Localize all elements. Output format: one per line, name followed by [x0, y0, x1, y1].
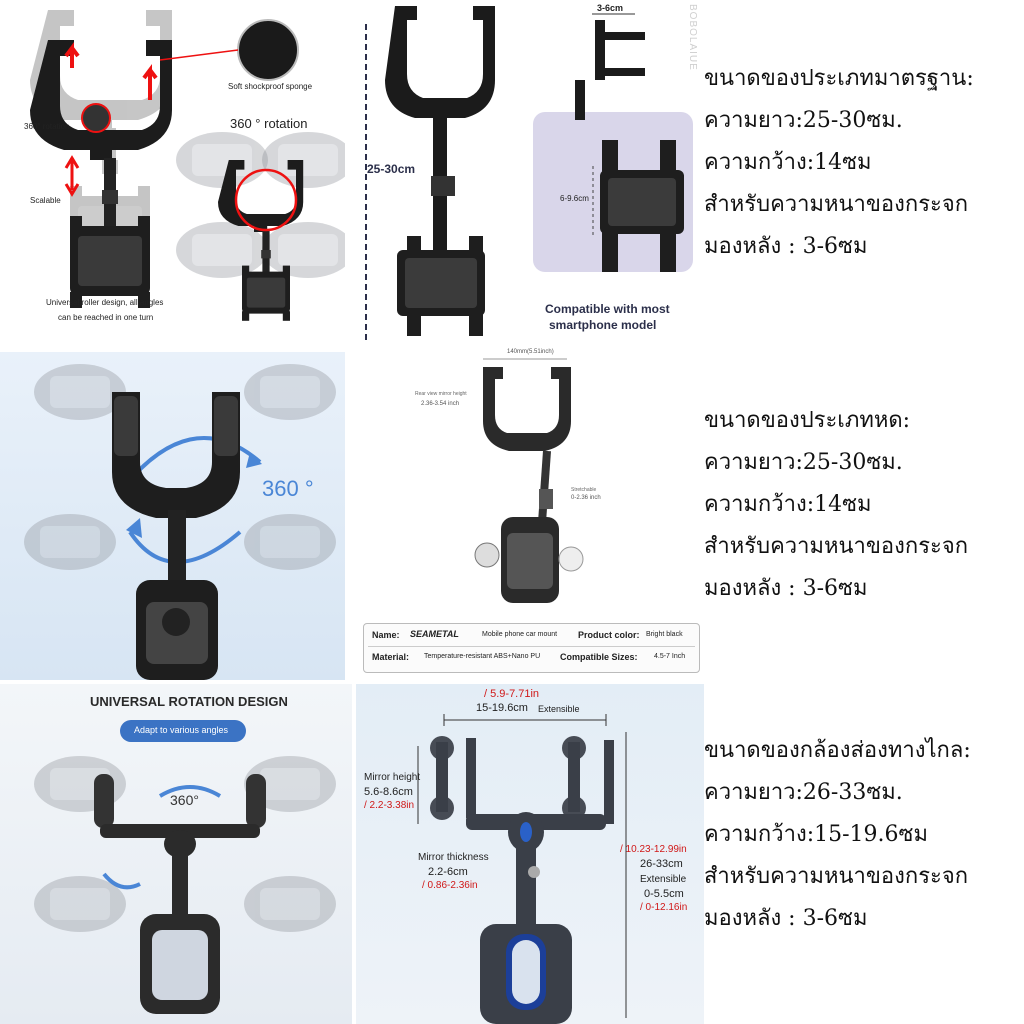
spec-short-title: ขนาดของประเภทหด: — [704, 408, 911, 433]
name-value: Mobile phone car mount — [482, 631, 558, 638]
caption-line-1: Universal roller design, all angles — [46, 298, 164, 307]
top-cm: 15-19.6cm — [476, 702, 528, 714]
spec-telescope-width: ความกว้าง:15-19.6ซม — [704, 822, 928, 847]
material-value: Temperature-resistant ABS+Nano PU — [424, 653, 541, 660]
panel-dimensions-standard: 25-30cm 3-6cm 6-9.6 — [345, 0, 700, 345]
compatible-line-1: Compatible with most — [545, 302, 670, 316]
mount-illustration-short — [474, 358, 584, 603]
rotation-big-label: 360 ° rotation — [230, 116, 308, 131]
rotation-small-label: 360° rotation — [24, 122, 70, 131]
adapt-pill-label: Adapt to various angles — [134, 725, 229, 735]
sponge-closeup-icon — [237, 19, 299, 81]
mirror-thickness-label: Mirror thickness — [418, 852, 489, 863]
spec-standard-length: ความยาว:25-30ซม. — [704, 108, 903, 133]
mirror-height-label-2: Mirror height — [364, 772, 421, 783]
top-extensible: Extensible — [538, 704, 580, 714]
brand-logo: SEAMETAL — [410, 629, 459, 639]
length-label: 25-30cm — [367, 162, 416, 176]
mount-illustration-universal — [34, 756, 336, 1014]
spec-short-mirror-2: มองหลัง : 3-6ซม — [704, 576, 868, 601]
rotation-360-label-2: 360° — [170, 792, 199, 808]
mount-illustration-rotation — [30, 10, 345, 321]
spec-short-width: ความกว้าง:14ซม — [704, 492, 872, 517]
panel-features: Soft shockproof sponge 360° rotation 360… — [0, 0, 345, 345]
spec-table: Name: SEAMETAL Mobile phone car mount Pr… — [363, 623, 700, 673]
scalable-label: Scalable — [30, 196, 61, 205]
material-label: Material: — [372, 652, 410, 662]
extensible-cm: 0-5.5cm — [644, 888, 684, 900]
width-label: 140mm(5.51inch) — [507, 349, 554, 355]
thickness-label: 3-6cm — [597, 3, 624, 13]
spec-telescope-title: ขนาดของกล้องส่องทางไกล: — [704, 738, 971, 763]
stretch-value: 0-2.36 inch — [571, 495, 601, 501]
length-cm: 26-33cm — [640, 858, 683, 870]
sizes-label: Compatible Sizes: — [560, 652, 638, 662]
spec-short-length: ความยาว:25-30ซม. — [704, 450, 903, 475]
watermark: BOBOLAIUE — [687, 4, 698, 71]
spec-standard-mirror-1: สำหรับความหนาของกระจก — [704, 192, 969, 217]
mirror-height-inch: / 2.2-3.38in — [364, 800, 415, 811]
rotation-heading: UNIVERSAL ROTATION DESIGN — [90, 694, 288, 709]
mount-illustration-standard — [385, 6, 693, 336]
panel-360-blue: 360 ° — [0, 352, 345, 680]
extensible-label: Extensible — [640, 874, 687, 885]
name-label: Name: — [372, 630, 400, 640]
length-inch: / 10.23-12.99in — [620, 844, 687, 855]
mount-illustration-360 — [24, 364, 336, 680]
mirror-height-label: Rear view mirror height — [415, 391, 467, 397]
color-value: Bright black — [646, 631, 683, 638]
panel-universal-rotation: UNIVERSAL ROTATION DESIGN Adapt to vario… — [0, 684, 352, 1024]
sponge-label: Soft shockproof sponge — [228, 82, 313, 91]
top-inch: / 5.9-7.71in — [484, 688, 540, 700]
rotation-360-label: 360 ° — [262, 476, 314, 501]
adapt-pill: Adapt to various angles — [120, 720, 246, 742]
spec-short-mirror-1: สำหรับความหนาของกระจก — [704, 534, 969, 559]
stretch-label: Stretchable — [571, 487, 597, 493]
spec-standard-mirror-2: มองหลัง : 3-6ซม — [704, 234, 868, 259]
spec-standard-title: ขนาดของประเภทมาตรฐาน: — [704, 66, 974, 91]
mirror-thickness-cm: 2.2-6cm — [428, 866, 468, 878]
caption-line-2: can be reached in one turn — [58, 313, 154, 322]
spec-telescope-mirror-2: มองหลัง : 3-6ซม — [704, 906, 868, 931]
panel-dimensions-telescope: / 5.9-7.71in 15-19.6cm Extensible Mirror… — [356, 684, 704, 1024]
mirror-height-value: 2.36-3.54 inch — [421, 401, 460, 407]
spec-telescope-mirror-1: สำหรับความหนาของกระจก — [704, 864, 969, 889]
color-label: Product color: — [578, 630, 640, 640]
spec-telescope: ขนาดของกล้องส่องทางไกล: ความยาว:26-33ซม.… — [704, 730, 971, 940]
mount-illustration-telescope — [417, 714, 627, 1024]
panel-dimensions-short: 140mm(5.51inch) Rear view mirror height … — [355, 345, 700, 680]
spec-standard: ขนาดของประเภทมาตรฐาน: ความยาว:25-30ซม. ค… — [704, 58, 974, 268]
clamp-label: 6-9.6cm — [560, 194, 589, 203]
spec-telescope-length: ความยาว:26-33ซม. — [704, 780, 903, 805]
sizes-value: 4.5-7 Inch — [654, 653, 686, 660]
mirror-thickness-inch: / 0.86-2.36in — [422, 880, 478, 891]
extensible-inch: / 0-12.16in — [640, 902, 688, 913]
spec-standard-width: ความกว้าง:14ซม — [704, 150, 872, 175]
compatible-line-2: smartphone model — [549, 318, 657, 332]
mirror-height-cm: 5.6-8.6cm — [364, 786, 413, 798]
spec-short: ขนาดของประเภทหด: ความยาว:25-30ซม. ความกว… — [704, 400, 968, 610]
